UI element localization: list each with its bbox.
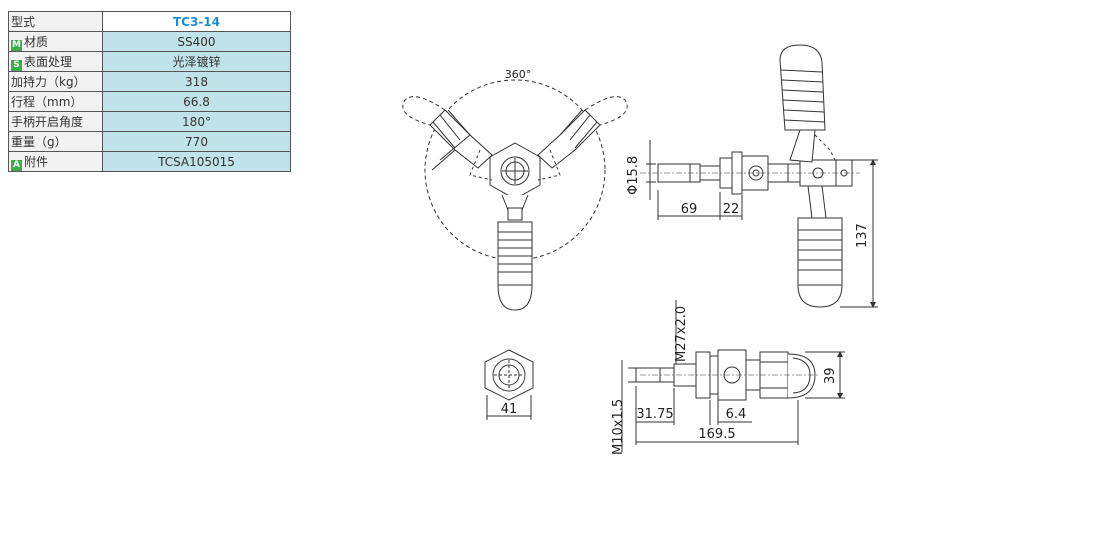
spec-badge-icon: A [11,159,22,171]
dim-22: 22 [723,202,740,217]
side-view [640,44,878,308]
spec-row: 加持力（kg） 318 [8,71,291,92]
spec-value: TCSA105015 [102,151,291,172]
dim-rotation: 360° [505,68,532,81]
dim-6-4: 6.4 [726,407,747,422]
spec-badge-icon: M [11,39,22,51]
spec-row: 手柄开启角度 180° [8,111,291,132]
spec-label-text: 加持力（kg） [11,75,86,89]
dim-shaft-dia: Φ15.8 [626,156,641,195]
handle-upper [779,44,836,163]
top-view [402,79,628,311]
spec-label: 加持力（kg） [8,71,103,92]
dim-69: 69 [681,202,698,217]
handle-left [402,96,493,171]
spec-badge-icon: S [11,59,22,71]
spec-label-text: 重量（g） [11,135,67,149]
spec-value: 318 [102,71,291,92]
handle-right [537,96,628,169]
spec-label: 行程（mm） [8,91,103,112]
dim-39: 39 [823,367,838,384]
spec-label-text: 手柄开启角度 [11,115,84,129]
spec-row-model: 型式 TC3-14 [8,11,291,32]
spec-label-text: 表面处理 [24,54,73,69]
spec-value: 180° [102,111,291,132]
spec-value: 66.8 [102,91,291,112]
front-view [484,349,534,420]
spec-label-model: 型式 [8,11,103,32]
handle-bottom [497,221,533,311]
spec-label: 重量（g） [8,131,103,152]
spec-value-model: TC3-14 [102,11,291,32]
dim-m27: M27x2.0 [674,306,689,362]
spec-label-text: 材质 [24,34,49,49]
dim-137: 137 [855,223,870,248]
spec-label-text: 附件 [24,154,49,169]
handle-lower [797,185,843,308]
bottom-view [621,300,845,452]
spec-row: 行程（mm） 66.8 [8,91,291,112]
spec-value: SS400 [102,31,291,52]
spec-row: 重量（g） 770 [8,131,291,152]
spec-label-text: 行程（mm） [11,95,83,109]
spec-value: 光泽镀锌 [102,51,291,72]
dim-31-75: 31.75 [636,407,673,422]
dim-m10: M10x1.5 [611,399,626,455]
spec-label: 手柄开启角度 [8,111,103,132]
dim-hex-41: 41 [501,402,518,417]
spec-value: 770 [102,131,291,152]
dim-169-5: 169.5 [698,427,735,442]
